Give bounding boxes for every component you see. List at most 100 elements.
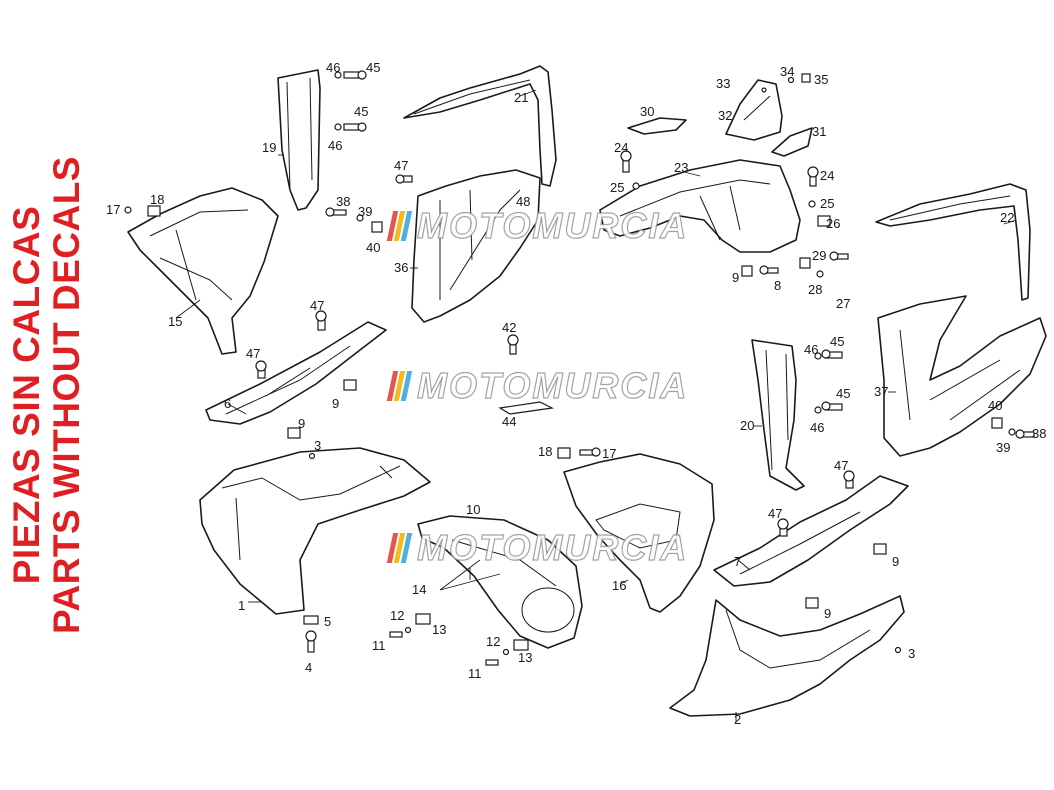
callout-46a: 46 [326,60,340,75]
callout-47d: 47 [834,458,848,473]
part-23-leg-shield [599,159,801,253]
watermark-stripes [386,211,414,241]
callout-28: 28 [808,282,822,297]
callout-27: 27 [836,296,850,311]
callout-2: 2 [734,712,741,727]
callout-44: 44 [502,414,516,429]
callout-37: 37 [874,384,888,399]
callout-17b: 17 [602,446,616,461]
callout-12b: 12 [486,634,500,649]
callout-47c: 47 [246,346,260,361]
callout-8: 8 [774,278,781,293]
callout-47a: 47 [394,158,408,173]
watermark-text: MOTOMURCIA [416,204,689,246]
callout-22: 22 [1000,210,1014,225]
part-37-right-shield [877,295,1047,457]
callout-32: 32 [718,108,732,123]
part-30-cover [627,117,687,135]
part-7-side-rail-right [713,475,909,587]
callout-42: 42 [502,320,516,335]
callout-34: 34 [780,64,794,79]
callout-10: 10 [466,502,480,517]
callout-6: 6 [224,396,231,411]
callout-39a: 39 [358,204,372,219]
callout-14: 14 [412,582,426,597]
callout-48: 48 [516,194,530,209]
callout-47b: 47 [310,298,324,313]
callout-39b: 39 [996,440,1010,455]
part-16-center-lower-panel [563,453,715,613]
callout-45c: 45 [830,334,844,349]
callout-23: 23 [674,160,688,175]
hardware-fasteners [124,70,1035,666]
leader-lines [175,89,1017,722]
part-1-front-fairing [199,447,431,615]
callout-9e: 9 [824,606,831,621]
callout-11b: 11 [468,666,482,681]
callout-4: 4 [305,660,312,675]
callout-13a: 13 [432,622,446,637]
callout-40b: 40 [988,398,1002,413]
callout-16: 16 [612,578,626,593]
callout-29: 29 [812,248,826,263]
callout-20: 20 [740,418,754,433]
callout-12a: 12 [390,608,404,623]
callout-3: 3 [314,438,321,453]
callout-25a: 25 [610,180,624,195]
part-19-rear-bracket [277,69,321,211]
callout-35: 35 [814,72,828,87]
callout-21: 21 [514,90,528,105]
callout-26: 26 [826,216,840,231]
watermark-text: MOTOMURCIA [416,364,689,406]
callout-labels: 1 2 3 3 4 5 6 7 8 9 9 9 9 9 10 11 11 12 … [106,60,1046,727]
part-21-upper-rail [403,65,557,187]
callout-31: 31 [812,124,826,139]
part-31-cover [771,127,813,157]
part-10-tunnel-cover [417,515,583,649]
callout-40a: 40 [366,240,380,255]
callout-47e: 47 [768,506,782,521]
callout-7: 7 [734,554,741,569]
callout-25b: 25 [820,196,834,211]
callout-45b: 45 [354,104,368,119]
callout-11a: 11 [372,638,386,653]
callout-13b: 13 [518,650,532,665]
watermark-bottom: MOTOMURCIA [386,526,689,569]
watermark-text: MOTOMURCIA [416,526,689,568]
watermark-middle: MOTOMURCIA [386,364,689,407]
part-32-saddle-cover [725,79,783,141]
part-15-inner-panel [127,187,279,355]
callout-38a: 38 [336,194,350,209]
callout-3b: 3 [908,646,915,661]
callout-15: 15 [168,314,182,329]
part-2-rear-fairing [669,595,905,717]
callout-18a: 18 [150,192,164,207]
part-22-right-rail [875,183,1031,301]
callout-18b: 18 [538,444,552,459]
callout-30: 30 [640,104,654,119]
callout-36: 36 [394,260,408,275]
callout-19: 19 [262,140,276,155]
callout-45a: 45 [366,60,380,75]
callout-5: 5 [324,614,331,629]
part-20-right-bracket [751,339,805,491]
callout-24a: 24 [614,140,628,155]
watermark-stripes [386,533,414,563]
part-36-front-shield [411,169,541,323]
callout-9a: 9 [332,396,339,411]
callout-9c: 9 [732,270,739,285]
callout-17a: 17 [106,202,120,217]
callout-9d: 9 [892,554,899,569]
watermark-top: MOTOMURCIA [386,204,689,247]
callout-46d: 46 [810,420,824,435]
callout-46c: 46 [804,342,818,357]
callout-24b: 24 [820,168,834,183]
callout-38b: 38 [1032,426,1046,441]
callout-1: 1 [238,598,245,613]
callout-33: 33 [716,76,730,91]
callout-46b: 46 [328,138,342,153]
callout-9b: 9 [298,416,305,431]
part-6-side-rail-left [205,321,387,425]
callout-45d: 45 [836,386,850,401]
